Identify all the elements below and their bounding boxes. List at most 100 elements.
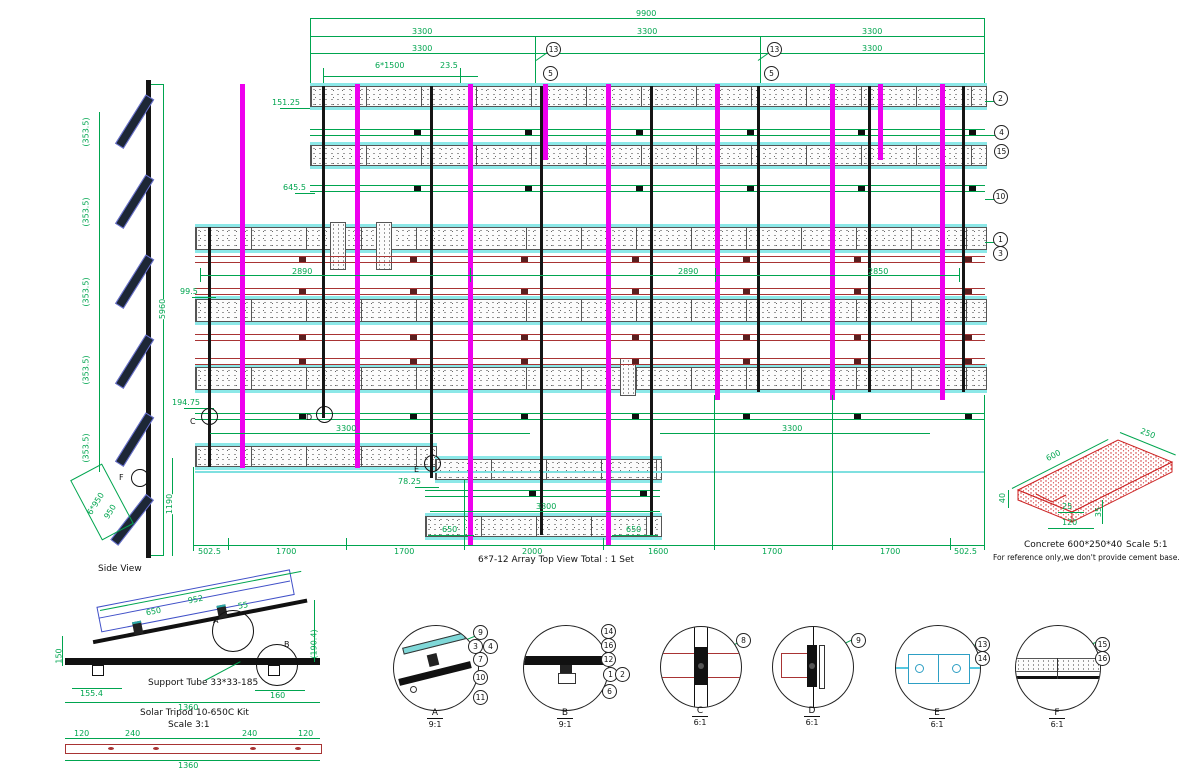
dim-label: 120 — [1062, 518, 1078, 527]
panel-row — [195, 227, 987, 250]
dim-label: (353.5) — [81, 433, 91, 463]
part-callout: 6 — [602, 684, 617, 699]
detail-marker-d — [316, 406, 333, 423]
detail-marker-b — [256, 644, 298, 686]
part-callout: 9 — [473, 625, 488, 640]
panel-row — [425, 516, 662, 537]
part-callout: 13 — [546, 42, 561, 57]
detail-c-title: C 6:1 — [691, 706, 709, 727]
detail-marker-d-label: D — [306, 413, 313, 422]
dim-label: 1190 — [165, 493, 175, 515]
detail-marker-a — [212, 610, 254, 652]
part-callout: 12 — [601, 652, 616, 667]
dim-label: 502.5 — [198, 547, 221, 556]
tube-rail — [195, 413, 985, 420]
panel-row — [195, 446, 437, 467]
dim-label: 240 — [242, 729, 258, 738]
dim-label: 1700 — [394, 547, 415, 556]
panel-row — [310, 145, 987, 166]
dim-label: (353.5) — [81, 355, 91, 385]
tripod-base-bar — [65, 658, 320, 665]
detail-marker-f-label: F — [119, 473, 124, 482]
detail-circle-b — [523, 625, 609, 711]
dim-label: 151.25 — [272, 98, 300, 107]
part-callout: 4 — [994, 125, 1009, 140]
dim-label: 650 — [626, 525, 642, 534]
side-view-title: Side View — [98, 564, 142, 574]
part-callout: 9 — [851, 633, 866, 648]
detail-marker-b-label: B — [284, 640, 290, 649]
magenta-rail — [468, 84, 473, 546]
concrete-scale: Scale 5:1 — [1126, 540, 1168, 550]
tripod-scale: Scale 3:1 — [168, 720, 210, 730]
panel-row — [310, 86, 987, 107]
dim-label: 3300 — [412, 44, 433, 53]
dim-label: 194.75 — [172, 398, 200, 407]
tripod-foot — [92, 665, 104, 676]
dim-label: 78.25 — [398, 477, 421, 486]
cyan-rail — [195, 471, 985, 473]
part-callout: 13 — [767, 42, 782, 57]
detail-marker-e-label: E — [414, 465, 420, 474]
part-callout: 15 — [994, 144, 1009, 159]
dim-label: 1360 — [178, 703, 199, 712]
dim-label: 3300 — [862, 44, 883, 53]
magenta-rail — [355, 84, 360, 468]
magenta-rail — [878, 84, 883, 160]
dim-label: 6*1500 — [375, 61, 405, 70]
part-callout: 14 — [975, 651, 990, 666]
tube-rail-red — [195, 334, 985, 341]
dim-label: 3300 — [536, 502, 557, 511]
detail-marker-f — [131, 469, 149, 487]
dim-label: 160 — [270, 691, 286, 700]
detail-circle-f — [1015, 625, 1101, 711]
dim-label: 35 — [1094, 506, 1104, 518]
magenta-rail — [830, 84, 835, 400]
clamp-block — [620, 358, 636, 396]
dim-label: 3300 — [336, 424, 357, 433]
dim-label: 1700 — [762, 547, 783, 556]
magenta-rail — [606, 84, 611, 546]
panel-row — [435, 459, 662, 480]
dim-label: 1600 — [648, 547, 669, 556]
tube-rail — [310, 185, 985, 192]
dim-label: 120 — [298, 729, 314, 738]
detail-circle-e — [895, 625, 981, 711]
detail-e-title: E 6:1 — [929, 708, 945, 729]
part-callout: 16 — [1095, 651, 1110, 666]
tripod-assembly — [87, 567, 311, 652]
part-callout: 4 — [483, 639, 498, 654]
part-callout: 14 — [601, 624, 616, 639]
tube-rail-red — [195, 358, 985, 365]
detail-b-title: B 9:1 — [556, 708, 574, 729]
part-callout: 3 — [468, 639, 483, 654]
dim-label: 2890 — [678, 267, 699, 276]
dim-label: 3300 — [637, 27, 658, 36]
dim-label: 650 — [442, 525, 458, 534]
detail-marker-c — [201, 408, 218, 425]
detail-f-title: F 6:1 — [1049, 708, 1065, 729]
dim-label: 1360 — [178, 761, 199, 770]
detail-marker-e — [424, 455, 441, 472]
dim-label: 25 — [1062, 502, 1073, 511]
magenta-rail — [715, 84, 720, 400]
dim-label: 9900 — [636, 9, 657, 18]
concrete-caption: Concrete 600*250*40 — [1024, 540, 1123, 550]
dim-label: 3300 — [782, 424, 803, 433]
magenta-rail — [240, 84, 245, 468]
dim-label: 5960 — [158, 298, 168, 320]
top-view-title: 6*7-12 Array Top View Total : 1 Set — [478, 555, 635, 565]
tripod-title: Solar Tripod 10-650C Kit — [140, 708, 249, 718]
detail-circle-a — [393, 625, 479, 711]
dim-label: 3300 — [412, 27, 433, 36]
dim-label: 1700 — [276, 547, 297, 556]
part-callout: 3 — [993, 246, 1008, 261]
dim-label: 1700 — [880, 547, 901, 556]
tube-rail-red — [195, 288, 985, 295]
detail-d-title: D 6:1 — [792, 706, 832, 727]
dim-label: 502.5 — [954, 547, 977, 556]
dim-label: (353.5) — [81, 117, 91, 147]
dim-label: 240 — [125, 729, 141, 738]
panel-row — [195, 367, 987, 390]
dim-label: 120 — [74, 729, 90, 738]
